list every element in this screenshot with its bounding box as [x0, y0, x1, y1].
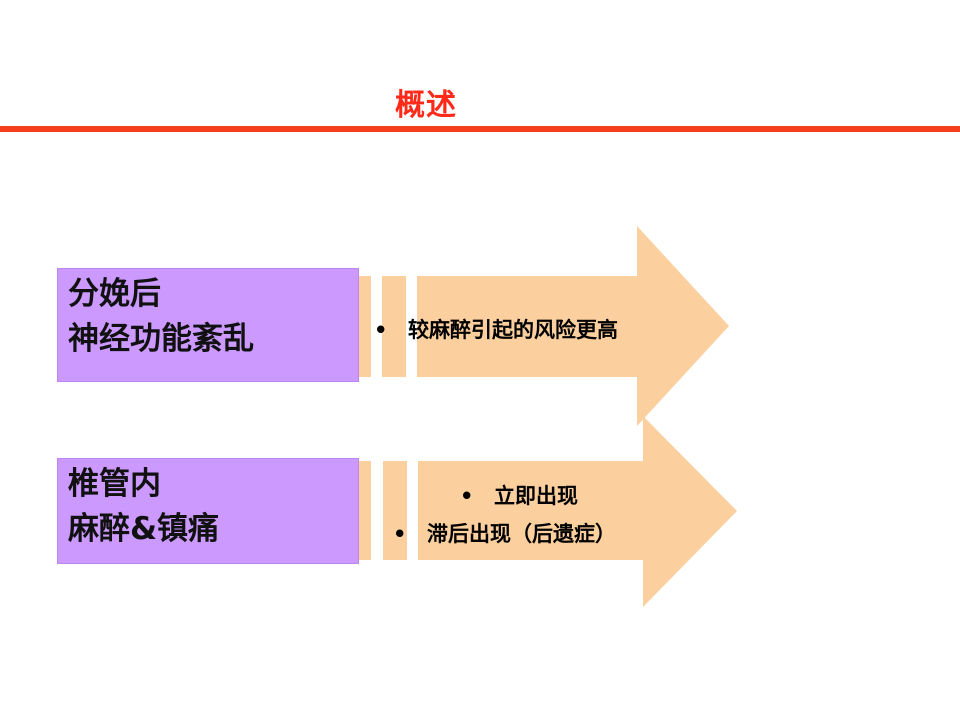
label-line: 椎管内 — [68, 466, 161, 502]
bullet-text: 较麻醉引起的风险更高 — [408, 318, 618, 342]
arrow-2-stripe-2 — [383, 461, 407, 560]
bullet-text: 滞后出现（后遗症） — [427, 522, 616, 546]
slide-title: 概述 — [395, 88, 457, 123]
arrow-1-stripe-1 — [359, 276, 371, 377]
bullet-glyph: • — [393, 522, 407, 546]
arrow-2-stripe-1 — [359, 461, 371, 560]
label-line: 神经功能紊乱 — [68, 321, 254, 357]
bullet-glyph: • — [374, 318, 388, 342]
arrow-2-head — [418, 416, 737, 607]
bullet-item: • 较麻醉引起的风险更高 — [374, 314, 618, 344]
title-underline — [0, 126, 960, 132]
arrow-row-2 — [359, 416, 737, 607]
bullet-glyph: • — [460, 484, 474, 508]
bullet-item: • 立即出现 — [460, 480, 578, 510]
label-box-neuraxial: 椎管内 麻醉&镇痛 — [57, 458, 359, 564]
label-line: 分娩后 — [68, 276, 161, 312]
arrow-1-head — [417, 226, 729, 426]
label-box-postpartum: 分娩后 神经功能紊乱 — [57, 268, 359, 382]
bullet-item: • 滞后出现（后遗症） — [393, 518, 616, 548]
arrow-row-1 — [359, 226, 729, 426]
bullet-text: 立即出现 — [494, 484, 578, 508]
label-line: 麻醉&镇痛 — [68, 511, 220, 547]
arrow-1-stripe-2 — [382, 276, 406, 377]
